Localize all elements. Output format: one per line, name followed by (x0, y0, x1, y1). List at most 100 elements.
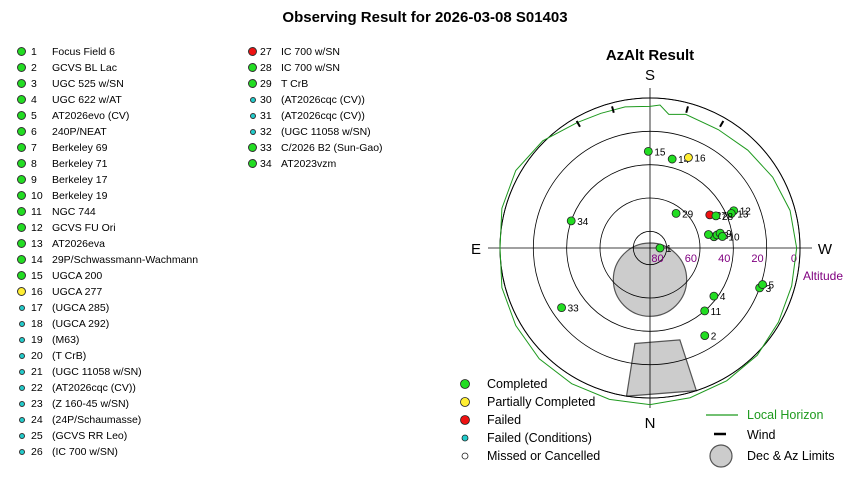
status-dot-icon (17, 255, 26, 264)
status-dot-icon (248, 63, 257, 72)
status-dot-icon (17, 239, 26, 248)
altitude-tick-label: 80 (651, 253, 663, 265)
status-dot-icon (17, 63, 26, 72)
legend-limits-icon (709, 444, 733, 468)
target-name: Berkeley 17 (52, 174, 108, 186)
data-point-label: 4 (720, 292, 726, 303)
target-name: NGC 744 (52, 206, 96, 218)
direction-north: N (645, 415, 656, 432)
target-name: (UGCA 292) (52, 318, 110, 330)
data-point-label: 5 (769, 281, 775, 292)
status-dot-icon (17, 175, 26, 184)
status-dot-icon (17, 159, 26, 168)
wind-marker (719, 120, 725, 128)
legend-status-label: Failed (Conditions) (487, 431, 592, 445)
target-name: Focus Field 6 (52, 46, 116, 58)
target-number: 26 (31, 446, 43, 458)
status-dot-icon (250, 113, 256, 119)
status-dot-icon (250, 129, 256, 135)
local-horizon-line (499, 104, 798, 406)
target-name: 29P/Schwassmann-Wachmann (52, 254, 199, 266)
target-number: 28 (260, 62, 272, 74)
target-name: UGC 525 w/SN (52, 78, 124, 90)
limit-wedge (625, 339, 698, 397)
target-number: 18 (31, 318, 43, 330)
target-number: 34 (260, 158, 272, 170)
target-number: 21 (31, 366, 43, 378)
target-number: 29 (260, 78, 272, 90)
data-point-label: 16 (694, 153, 706, 164)
target-number: 3 (31, 78, 37, 90)
target-name: AT2023vzm (281, 158, 337, 170)
status-dot-icon (17, 95, 26, 104)
legend-status-label: Failed (487, 413, 521, 427)
target-name: 240P/NEAT (52, 126, 107, 138)
target-number: 32 (260, 126, 272, 138)
data-point (700, 306, 710, 316)
target-name: (IC 700 w/SN) (52, 446, 118, 458)
direction-east: E (471, 241, 481, 258)
data-point-label: 34 (577, 217, 589, 228)
direction-south: S (645, 67, 655, 84)
data-point-label: 13 (737, 209, 749, 220)
target-name: IC 700 w/SN (281, 62, 340, 74)
target-name: AT2026evo (CV) (52, 110, 130, 122)
data-point (718, 232, 727, 241)
altitude-tick-label: 60 (685, 253, 697, 265)
target-name: (Z 160-45 w/SN) (52, 398, 130, 410)
data-point (709, 291, 719, 301)
target-name: (24P/Schaumasse) (52, 414, 142, 426)
legend-status-label: Completed (487, 377, 547, 391)
target-number: 4 (31, 94, 37, 106)
legend-status-icon (461, 434, 469, 442)
altitude-tick-label: 0 (791, 253, 797, 265)
status-dot-icon (248, 79, 257, 88)
status-dot-icon (19, 417, 25, 423)
target-name: (UGCA 285) (52, 302, 110, 314)
status-dot-icon (17, 223, 26, 232)
status-dot-icon (17, 271, 26, 280)
data-point (566, 216, 576, 226)
status-dot-icon (19, 337, 25, 343)
data-point (667, 154, 677, 164)
target-name: T CrB (281, 78, 309, 90)
data-point-label: 33 (568, 304, 580, 315)
target-number: 9 (31, 174, 37, 186)
status-dot-icon (248, 143, 257, 152)
target-number: 30 (260, 94, 272, 106)
target-number: 2 (31, 62, 37, 74)
target-number: 1 (31, 46, 37, 58)
target-number: 8 (31, 158, 37, 170)
target-name: (AT2026cqc (CV)) (281, 94, 365, 106)
target-name: GCVS BL Lac (52, 62, 117, 74)
status-dot-icon (17, 79, 26, 88)
data-point (726, 209, 736, 218)
target-number: 27 (260, 46, 272, 58)
status-dot-icon (19, 401, 25, 407)
data-point-label: 1 (666, 244, 672, 255)
target-name: UGC 622 w/AT (52, 94, 122, 106)
status-dot-icon (17, 111, 26, 120)
target-number: 13 (31, 238, 43, 250)
target-name: GCVS FU Ori (52, 222, 116, 234)
target-number: 14 (31, 254, 43, 266)
status-dot-icon (248, 47, 257, 56)
target-number: 12 (31, 222, 43, 234)
target-number: 17 (31, 302, 43, 314)
status-dot-icon (19, 321, 25, 327)
status-dot-icon (19, 449, 25, 455)
data-point (704, 230, 713, 239)
target-number: 23 (31, 398, 43, 410)
data-point-label: 28 (722, 212, 734, 223)
target-name: (UGC 11058 w/SN) (52, 366, 142, 378)
data-point (557, 303, 566, 313)
target-name: (UGC 11058 w/SN) (281, 126, 371, 138)
target-number: 15 (31, 270, 43, 282)
page-title: Observing Result for 2026-03-08 S01403 (282, 9, 568, 26)
target-name: (M63) (52, 334, 80, 346)
target-name: (AT2026cqc (CV)) (52, 382, 136, 394)
data-point-label: 15 (654, 147, 666, 158)
status-dot-icon (19, 433, 25, 439)
data-point-label: 27 (716, 211, 728, 222)
status-dot-icon (19, 305, 25, 311)
